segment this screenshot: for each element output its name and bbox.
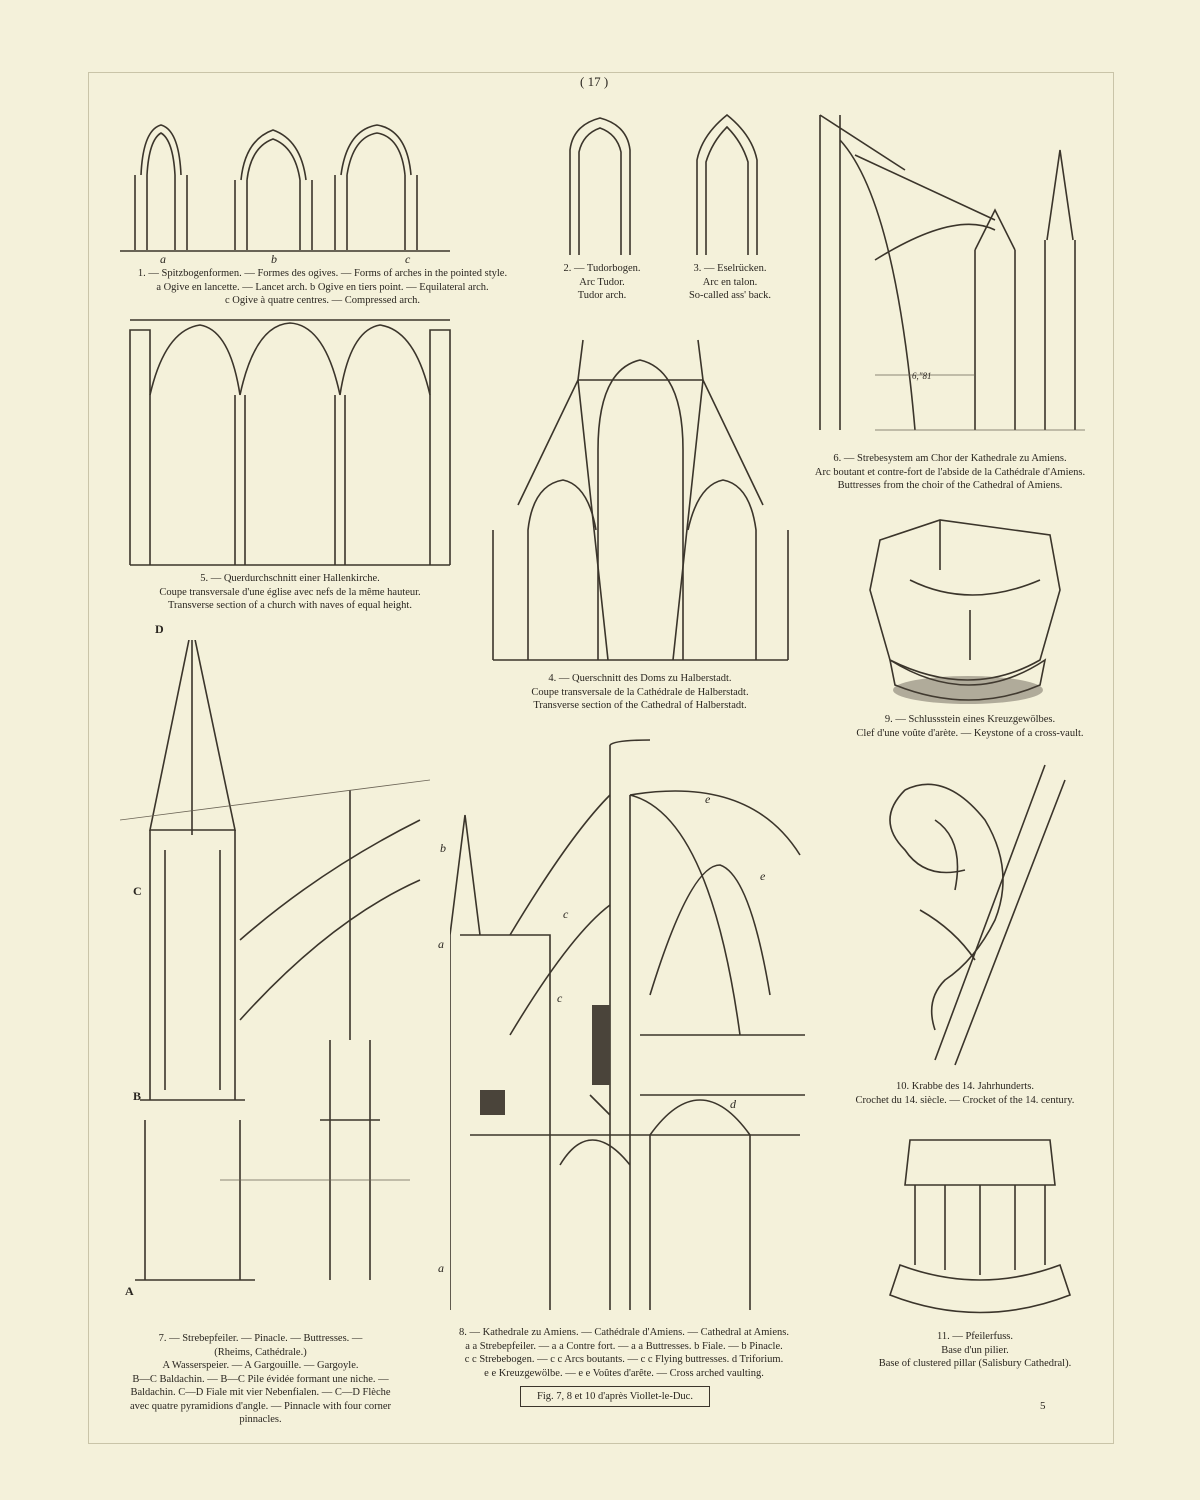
fig7-caption: 7. — Strebepfeiler. — Pinacle. — Buttres…	[98, 1332, 423, 1427]
figure-8-amiens-cathedral	[449, 735, 805, 1315]
caption-line: 8. — Kathedrale zu Amiens. — Cathédrale …	[459, 1327, 789, 1338]
caption-line: So-called ass' back.	[688, 290, 772, 301]
caption-line: 6. — Strebesystem am Chor der Kathedrale…	[833, 453, 1067, 464]
caption-line: Crochet du 14. siècle. — Crocket of the …	[855, 1094, 1075, 1106]
fig8-letter-e-right: e	[760, 869, 766, 883]
caption-line: Base of clustered pillar (Salisbury Cath…	[878, 1358, 1072, 1369]
fig9-caption: 9. — Schlussstein eines Kreuzgewölbes. C…	[830, 713, 1110, 740]
caption-line: a a Strebepfeiler. — a a Contre fort. — …	[465, 1340, 783, 1352]
caption-line: 7. — Strebepfeiler. — Pinacle. — Buttres…	[158, 1333, 363, 1344]
caption-line: Baldachin. C—D Fiale mit vier Nebenfiale…	[130, 1387, 391, 1398]
fig8-letter-a-top: a	[438, 937, 444, 951]
caption-line: Coupe transversale de la Cathédrale de H…	[531, 686, 749, 698]
fig8-letter-d: d	[730, 1097, 736, 1111]
caption-line: 11. — Pfeilerfuss.	[936, 1331, 1014, 1342]
fig1-letter-a: a	[160, 252, 166, 266]
caption-line: 9. — Schlussstein eines Kreuzgewölbes.	[884, 714, 1056, 725]
figure-9-keystone	[850, 510, 1090, 710]
caption-line: Coupe transversale d'une église avec nef…	[159, 586, 421, 598]
caption-line: 10. Krabbe des 14. Jahrhunderts.	[896, 1081, 1034, 1092]
fig4-caption: 4. — Querschnitt des Doms zu Halberstadt…	[485, 672, 795, 713]
fig7-letter-A: A	[125, 1284, 134, 1298]
fig2-caption: 2. — Tudorbogen. Arc Tudor. Tudor arch.	[552, 262, 652, 303]
figure-7-rheims-buttress	[119, 624, 431, 1305]
caption-line: 1. — Spitzbogenformen. — Formes des ogiv…	[137, 268, 508, 279]
caption-line: Arc Tudor.	[579, 276, 625, 288]
caption-line: c Ogive à quatre centres. — Compressed a…	[224, 295, 421, 306]
figure-2-tudor-arch	[565, 110, 635, 258]
caption-line: 2. — Tudorbogen.	[563, 263, 641, 274]
fig8-letter-e-top: e	[705, 792, 711, 806]
caption-line: avec quatre pyramidions d'angle. — Pinna…	[129, 1400, 392, 1412]
fig8-letter-a-bottom: a	[438, 1261, 444, 1275]
caption-line: 4. — Querschnitt des Doms zu Halberstadt…	[548, 673, 732, 684]
caption-line: B—C Baldachin. — B—C Pile évidée formant…	[132, 1373, 389, 1385]
fig10-caption: 10. Krabbe des 14. Jahrhunderts. Crochet…	[820, 1080, 1110, 1107]
fig1-letter-b: b	[271, 252, 277, 266]
caption-line: Arc en talon.	[702, 276, 758, 288]
caption-line: e e Kreuzgewölbe. — e e Voûtes d'arête. …	[484, 1367, 764, 1379]
page-number-top: ( 17 )	[580, 74, 609, 89]
caption-line: Transverse section of the Cathedral of H…	[533, 700, 747, 711]
caption-line: (Rheims, Cathédrale.)	[214, 1346, 307, 1358]
figure-3-ogee-arch	[692, 110, 762, 258]
fig8-letter-c-lower: c	[557, 991, 563, 1005]
plate-border	[88, 72, 1114, 1444]
figure-10-crocket	[865, 760, 1095, 1070]
fig7-letter-D: D	[155, 622, 164, 636]
fig11-caption: 11. — Pfeilerfuss. Base d'un pilier. Bas…	[835, 1330, 1115, 1371]
fig8-letter-c-top: c	[563, 907, 569, 921]
fig1-caption: 1. — Spitzbogenformen. — Formes des ogiv…	[100, 267, 545, 308]
caption-line: Buttresses from the choir of the Cathedr…	[837, 480, 1063, 491]
fig1-letter-c: c	[405, 252, 411, 266]
fig7-letter-C: C	[133, 884, 142, 898]
figure-1-pointed-arches	[115, 115, 455, 255]
fig7-letter-B: B	[133, 1089, 142, 1103]
caption-line: 5. — Querdurchschnitt einer Hallenkirche…	[200, 573, 380, 584]
caption-line: Transverse section of a church with nave…	[168, 600, 412, 611]
caption-line: Base d'un pilier.	[941, 1344, 1009, 1356]
fig5-caption: 5. — Querdurchschnitt einer Hallenkirche…	[110, 572, 470, 613]
fig6-measurement: 6,"81	[912, 371, 932, 381]
fig8-caption: 8. — Kathedrale zu Amiens. — Cathédrale …	[428, 1326, 820, 1380]
fig6-caption: 6. — Strebesystem am Chor der Kathedrale…	[780, 452, 1120, 493]
caption-line: Clef d'une voûte d'arète. — Keystone of …	[856, 727, 1084, 739]
figure-4-halberstadt-section	[488, 330, 793, 665]
figure-5-hall-church-section	[125, 315, 455, 570]
caption-line: c c Strebebogen. — c c Arcs boutants. — …	[464, 1354, 784, 1365]
caption-line: Arc boutant et contre-fort de l'abside d…	[814, 466, 1086, 478]
caption-line: a Ogive en lancette. — Lancet arch. b Og…	[156, 281, 489, 293]
fig8-letter-b: b	[440, 841, 446, 855]
page-number-bottom: 5	[1040, 1400, 1046, 1412]
caption-line: 3. — Eselrücken.	[693, 263, 767, 274]
credit-box: Fig. 7, 8 et 10 d'après Viollet-le-Duc.	[520, 1386, 710, 1407]
caption-line: A Wasserspeier. — A Gargouille. — Gargoy…	[162, 1360, 359, 1371]
caption-line: Tudor arch.	[577, 290, 627, 301]
figure-11-pillar-base	[880, 1135, 1080, 1325]
figure-6-amiens-buttresses	[815, 110, 1085, 450]
caption-line: pinnacles.	[239, 1414, 282, 1425]
fig3-caption: 3. — Eselrücken. Arc en talon. So-called…	[665, 262, 795, 303]
